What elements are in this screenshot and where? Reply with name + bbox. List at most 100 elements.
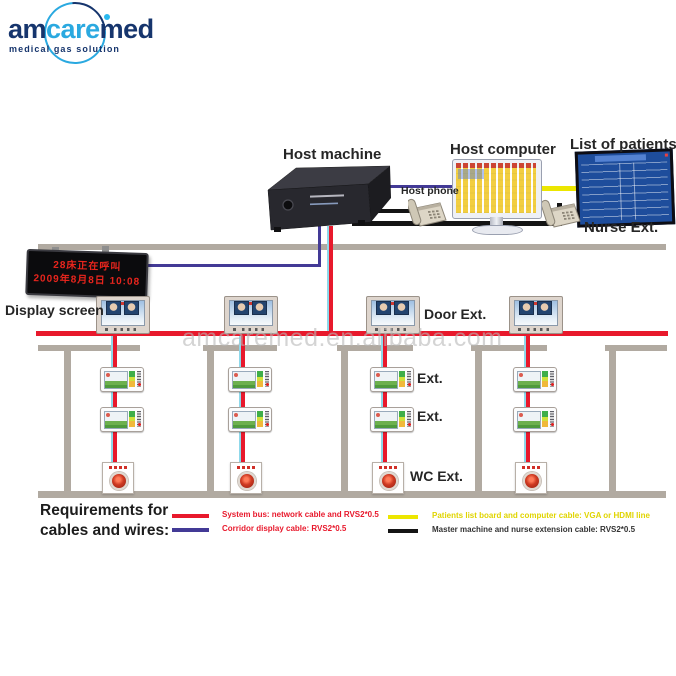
door-extension-monitor [509, 296, 563, 334]
legend-title-line1: Requirements for [40, 502, 169, 519]
logo-wordmark: amcaremed [8, 14, 154, 45]
monitor-buttons [242, 328, 266, 331]
wc-call-button [515, 462, 547, 494]
wc-call-button [230, 462, 262, 494]
host-machine-port [282, 199, 294, 211]
emergency-button [238, 472, 256, 490]
display-mount-tab [102, 246, 109, 252]
patients-list-board [574, 148, 676, 228]
bed-extension-device [370, 407, 414, 432]
photo-thumbnail [106, 301, 121, 315]
bed-extension-device [513, 367, 557, 392]
bed-extension-device [370, 367, 414, 392]
screen-selection-highlight [458, 169, 484, 179]
logo-part-care: care [46, 14, 100, 44]
legend-swatch-system-bus [172, 514, 209, 518]
bed-extension-device [513, 407, 557, 432]
wall-lintel [337, 345, 413, 351]
bed-extension-device [100, 367, 144, 392]
wall-post [341, 345, 348, 492]
emergency-button [110, 472, 128, 490]
wc-call-button [372, 462, 404, 494]
logo-part-am: am [8, 14, 47, 44]
emergency-button [380, 472, 398, 490]
logo-part-med: med [99, 14, 155, 44]
room-cable [526, 336, 530, 463]
legend-text-corridor-cable: Corridor display cable: RVS2*0.5 [222, 524, 347, 533]
room-cable-cyan [381, 336, 383, 463]
bed-extension-device [228, 407, 272, 432]
legend-swatch-corridor-cable [172, 528, 209, 532]
patients-board-cable [540, 186, 580, 191]
ext-label-upper: Ext. [417, 370, 443, 386]
door-extension-monitor [96, 296, 150, 334]
room-cable-cyan [111, 336, 113, 463]
board-status-dot [664, 153, 668, 157]
display-screen-label: Display screen [5, 302, 104, 318]
legend-swatch-nurse-cable [388, 529, 418, 533]
room-cable-cyan [524, 336, 526, 463]
legend-text-system-bus: System bus: network cable and RVS2*0.5 [222, 510, 379, 519]
watermark: amcaremed.en.alibaba.com [182, 324, 503, 352]
host-phone-icon [406, 196, 448, 230]
board-rows [581, 161, 670, 222]
wc-call-button [102, 462, 134, 494]
legend-text-nurse-cable: Master machine and nurse extension cable… [432, 525, 636, 534]
host-computer-cable [368, 185, 455, 188]
wall-post [64, 345, 71, 492]
monitor-base [472, 225, 523, 235]
legend-text-patients-cable: Patients list board and computer cable: … [432, 511, 650, 520]
photo-thumbnail [537, 301, 552, 315]
door-ext-label: Door Ext. [424, 306, 487, 322]
logo-dot [104, 14, 110, 20]
wall-post [609, 345, 616, 492]
photo-thumbnail [519, 301, 534, 315]
monitor-buttons [384, 328, 408, 331]
logo-tagline: medical gas solution [9, 44, 121, 54]
wall-lintel [605, 345, 667, 351]
nurse-ext-cable [352, 221, 562, 226]
wall-post [207, 345, 214, 492]
floor-bar [38, 491, 666, 498]
system-bus-riser-cyan [327, 226, 329, 332]
system-bus [36, 331, 668, 336]
monitor-buttons [114, 328, 138, 331]
legend-title-line2: cables and wires: [40, 522, 170, 539]
photo-thumbnail [394, 301, 409, 315]
host-computer-label: Host computer [450, 141, 556, 158]
host-computer-monitor [452, 159, 542, 235]
door-extension-monitor [366, 296, 420, 334]
system-bus-riser [329, 226, 333, 332]
door-extension-monitor [224, 296, 278, 334]
corridor-ceiling-bar [38, 244, 666, 250]
corridor-display-screen: 28床正在呼叫 2009年8月8日 10:08 [25, 248, 149, 300]
room-cable-cyan [239, 336, 241, 463]
room-cable [241, 336, 245, 463]
photo-thumbnail [376, 301, 391, 315]
nurse-ext-phone-icon [540, 197, 582, 231]
host-phone-cable [364, 209, 412, 213]
monitor-buttons [527, 328, 551, 331]
photo-thumbnail [124, 301, 139, 315]
legend-swatch-patients-cable [388, 515, 418, 519]
list-of-patients-label: List of patients [570, 136, 676, 153]
host-machine-device [258, 160, 393, 243]
wall-lintel [38, 345, 140, 351]
wall-post [475, 345, 482, 492]
emergency-button [523, 472, 541, 490]
monitor-neck [490, 217, 503, 226]
display-line-2: 2009年8月8日 10:08 [33, 273, 141, 288]
patient-status-grid-screen [456, 163, 536, 213]
ext-label-lower: Ext. [417, 408, 443, 424]
wc-ext-label: WC Ext. [410, 468, 463, 484]
room-cable [383, 336, 387, 463]
photo-thumbnail [234, 301, 249, 315]
corridor-display-cable-horizontal [141, 264, 321, 267]
board-header [594, 154, 647, 163]
bed-extension-device [100, 407, 144, 432]
host-machine-label: Host machine [283, 146, 382, 163]
legend-title: Requirements for cables and wires: [40, 501, 169, 541]
nurse-ext-label: Nurse Ext. [584, 219, 659, 236]
wall-lintel [471, 345, 547, 351]
